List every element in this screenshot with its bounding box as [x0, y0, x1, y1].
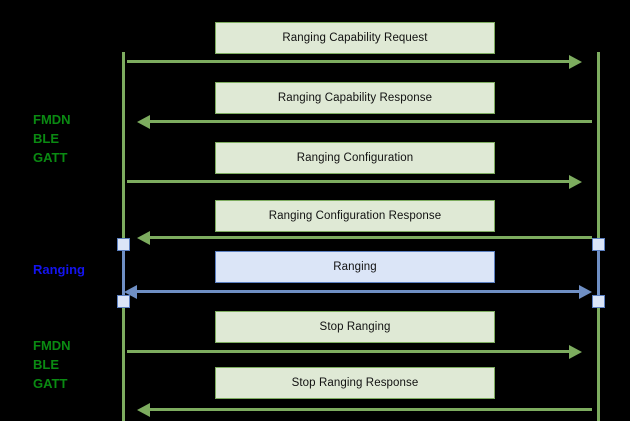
message-box-ranging-configuration-response: Ranging Configuration Response [215, 200, 495, 232]
arrow-line-stop-ranging-response [150, 408, 592, 411]
message-box-stop-ranging: Stop Ranging [215, 311, 495, 343]
arrow-line-ranging-configuration-response [150, 236, 592, 239]
arrow-head-right-ranging-capability-request [569, 54, 582, 69]
arrow-line-ranging [137, 290, 579, 293]
lifeline-right-upper [597, 52, 600, 244]
activation-bar-left [122, 244, 125, 301]
activation-node-right-bottom [592, 295, 605, 308]
arrow-head-left-ranging-configuration-response [137, 230, 150, 245]
phase-label-ranging: Ranging [33, 262, 85, 277]
arrow-line-stop-ranging [127, 350, 569, 353]
message-box-stop-ranging-response: Stop Ranging Response [215, 367, 495, 399]
lifeline-left-lower [122, 301, 125, 421]
arrow-line-ranging-capability-response [150, 120, 592, 123]
phase-label-fmdn-ble-gatt-top: FMDN BLE GATT [33, 112, 71, 165]
message-box-ranging-capability-request: Ranging Capability Request [215, 22, 495, 54]
message-box-ranging-configuration: Ranging Configuration [215, 142, 495, 174]
arrow-head-left-ranging-capability-response [137, 114, 150, 129]
arrow-head-left-ranging [124, 284, 137, 299]
lifeline-left-upper [122, 52, 125, 244]
activation-bar-right [597, 244, 600, 301]
arrow-head-right-stop-ranging [569, 344, 582, 359]
arrow-head-right-ranging [579, 284, 592, 299]
arrow-head-right-ranging-configuration [569, 174, 582, 189]
lifeline-right-lower [597, 301, 600, 421]
arrow-line-ranging-configuration [127, 180, 569, 183]
activation-node-right-top [592, 238, 605, 251]
message-box-ranging-capability-response: Ranging Capability Response [215, 82, 495, 114]
message-box-ranging: Ranging [215, 251, 495, 283]
activation-node-left-top [117, 238, 130, 251]
phase-label-fmdn-ble-gatt-bottom: FMDN BLE GATT [33, 338, 71, 391]
arrow-head-left-stop-ranging-response [137, 402, 150, 417]
arrow-line-ranging-capability-request [127, 60, 569, 63]
